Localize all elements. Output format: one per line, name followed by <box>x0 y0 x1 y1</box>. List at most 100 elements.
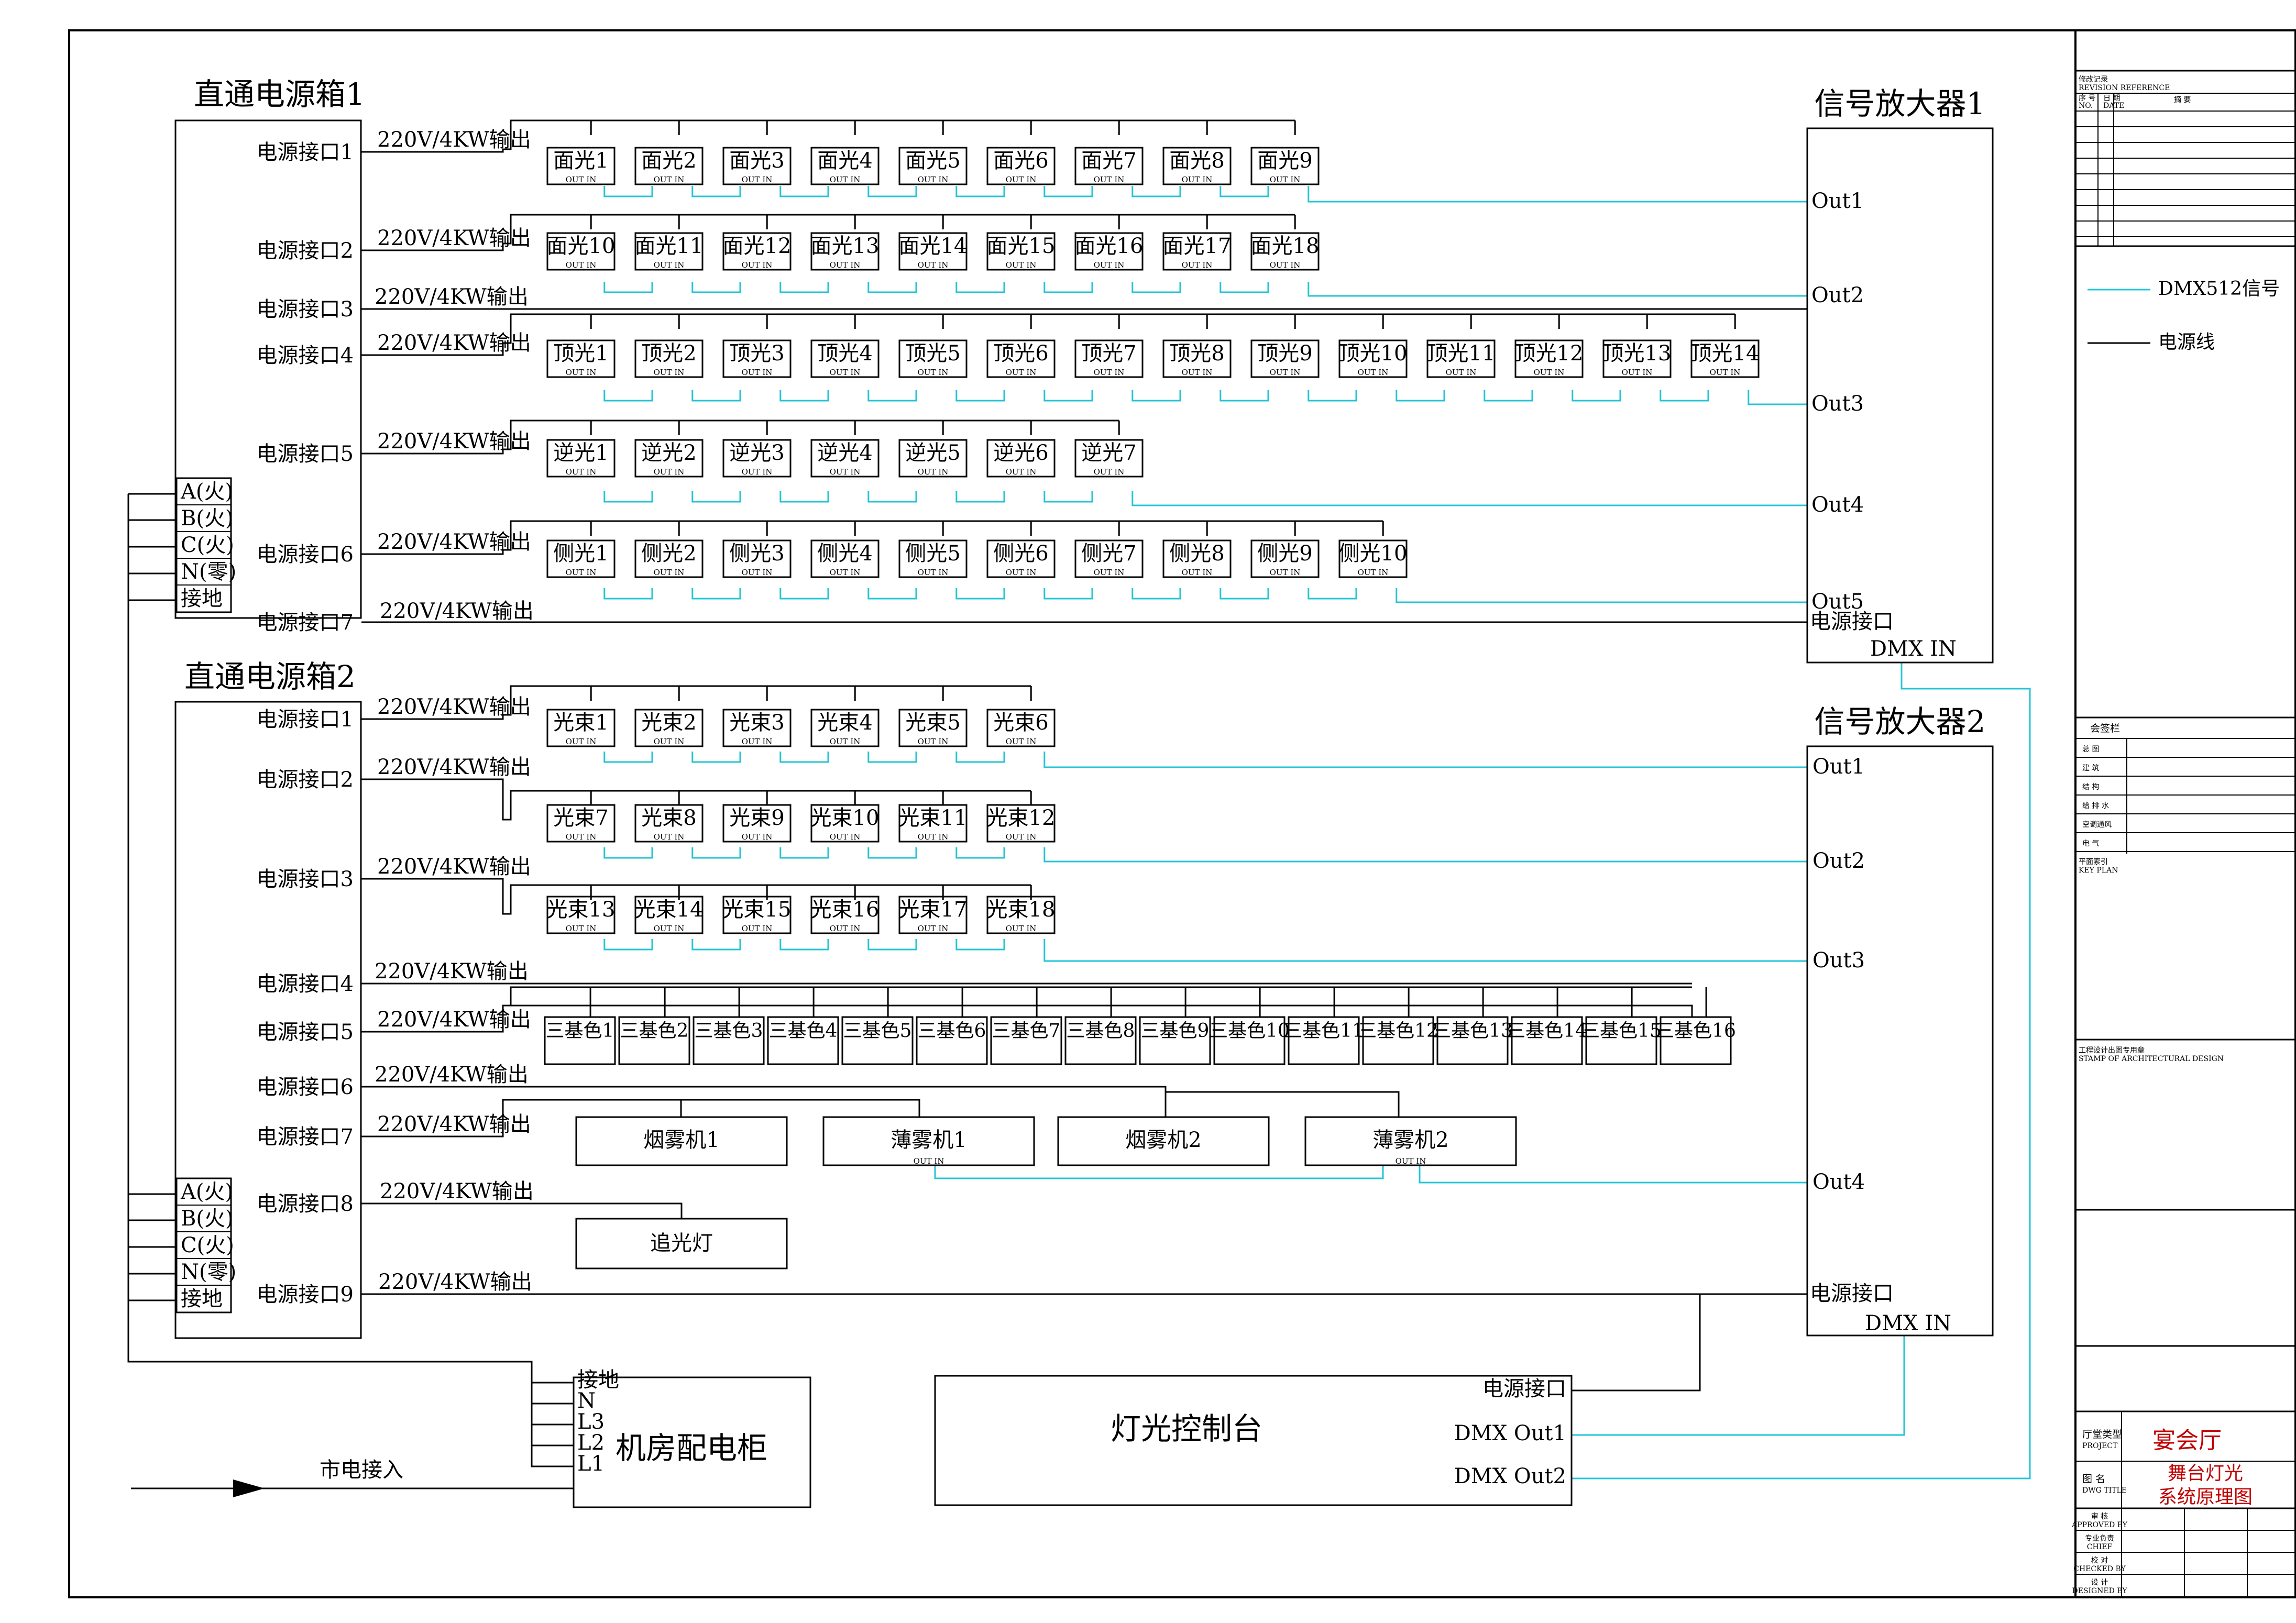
beam-b-fixture-label: 光束9 <box>729 806 784 830</box>
dmx-link <box>1043 491 1093 503</box>
side-fixture <box>634 539 704 578</box>
side-fixture <box>1338 539 1408 578</box>
top-fixture-label: 顶光6 <box>993 341 1048 366</box>
side-fixture-label: 侧光3 <box>729 542 784 566</box>
effect-machine-label: 薄雾机2 <box>1372 1128 1448 1152</box>
rgb-fixture <box>916 1016 988 1065</box>
side-fixture-ports: OUT IN <box>654 568 685 577</box>
dmx-link <box>603 752 653 763</box>
rgb-fixture <box>693 1016 765 1065</box>
face-a-fixture-ports: OUT IN <box>1006 175 1037 184</box>
power-feed <box>127 494 574 1467</box>
side-fixture-ports: OUT IN <box>742 568 773 577</box>
signal-amplifier-2 <box>1806 745 1994 1337</box>
dmx-link <box>1220 186 1269 197</box>
role-label-en: CHIEF <box>2087 1543 2113 1551</box>
output-label: 220V/4KW输出 <box>375 959 529 984</box>
dmx-link <box>1396 390 1445 402</box>
discipline-label: 给 排 水 <box>2082 802 2109 810</box>
amp1-power-port: 电源接口 <box>1810 610 1894 634</box>
rev-no-en: NO. <box>2079 102 2093 110</box>
beam-c-fixture-ports: OUT IN <box>654 924 685 933</box>
top-fixture-ports: OUT IN <box>566 368 597 377</box>
dmx-link <box>1660 390 1709 402</box>
dmx-link <box>691 939 741 951</box>
top-fixture <box>810 339 880 378</box>
side-fixture-label: 侧光4 <box>817 542 872 566</box>
beam-a-fixture-ports: OUT IN <box>654 737 685 746</box>
beam-b-fixture-label: 光束8 <box>641 806 696 830</box>
beam-c-fixture <box>810 896 880 934</box>
top-fixture-label: 顶光11 <box>1427 341 1496 366</box>
project-name: 宴会厅 <box>2152 1427 2222 1454</box>
face-b-fixture-ports: OUT IN <box>1006 260 1037 270</box>
power-box-2-port-3: 电源接口3 <box>257 867 354 891</box>
power-box-1-port-2: 电源接口2 <box>257 239 354 263</box>
face-a-fixture <box>986 147 1056 185</box>
side-fixture <box>722 539 792 578</box>
rgb-fixture <box>1585 1016 1657 1065</box>
beam-a-fixture-ports: OUT IN <box>566 737 597 746</box>
console-port-2: DMX Out1 <box>1454 1421 1566 1445</box>
power-box-2-port-7: 电源接口7 <box>257 1125 354 1149</box>
dmx-link <box>867 282 917 293</box>
face-b-fixture-label: 面光12 <box>723 234 792 258</box>
rgb-fixture <box>618 1016 690 1065</box>
face-b-fixture-label: 面光14 <box>899 234 968 258</box>
power-line <box>361 878 1031 915</box>
rgb-fixture <box>1288 1016 1360 1065</box>
rgb-fixture <box>990 1016 1062 1065</box>
dmx-link <box>603 390 653 402</box>
power-line <box>361 214 1295 251</box>
back-fixture <box>1074 439 1144 478</box>
dmx-link <box>1043 186 1093 197</box>
dmx-home-run <box>1043 752 1807 768</box>
face-b-fixture <box>810 232 880 271</box>
beam-c-fixture-ports: OUT IN <box>830 924 861 933</box>
power-cabinet <box>573 1376 811 1508</box>
top-fixture-ports: OUT IN <box>654 368 685 377</box>
face-b-fixture <box>546 232 616 271</box>
beam-b-fixture-ports: OUT IN <box>654 832 685 842</box>
face-a-fixture-label: 面光2 <box>641 149 696 173</box>
beam-a-fixture <box>722 709 792 747</box>
beam-c-fixture <box>986 896 1056 934</box>
back-fixture-ports: OUT IN <box>1094 467 1125 477</box>
top-fixture <box>546 339 616 378</box>
beam-b-fixture-ports: OUT IN <box>742 832 773 842</box>
side-fixture-ports: OUT IN <box>1182 568 1213 577</box>
side-fixture-ports: OUT IN <box>1270 568 1301 577</box>
dmx-link <box>779 491 829 503</box>
beam-a-fixture-label: 光束3 <box>729 711 784 735</box>
legend-power-label: 电源线 <box>2158 332 2215 353</box>
dmx-link <box>955 847 1005 859</box>
back-fixture <box>986 439 1056 478</box>
box2-phase-label: A(火) <box>180 1180 233 1204</box>
dmx-link <box>1043 282 1093 293</box>
top-fixture-label: 顶光1 <box>553 341 608 366</box>
face-b-fixture-label: 面光10 <box>547 234 616 258</box>
top-fixture-label: 顶光13 <box>1603 341 1672 366</box>
power-box-2-port-4: 电源接口4 <box>257 972 354 996</box>
effect-machine <box>822 1116 1035 1166</box>
back-fixture-label: 逆光1 <box>553 441 608 465</box>
rgb-fixture-label: 三基色2 <box>620 1020 689 1042</box>
face-a-fixture-label: 面光6 <box>993 149 1048 173</box>
back-fixture-ports: OUT IN <box>1006 467 1037 477</box>
dmx-home-run <box>1043 847 1807 863</box>
dmx-link <box>867 588 917 600</box>
back-fixture-ports: OUT IN <box>742 467 773 477</box>
output-label: 220V/4KW输出 <box>377 331 531 355</box>
power-line <box>361 1004 1693 1033</box>
face-b-fixture-label: 面光18 <box>1251 234 1320 258</box>
power-box-1-port-1: 电源接口1 <box>257 140 354 164</box>
rgb-fixture <box>544 1016 616 1065</box>
back-fixture-label: 逆光3 <box>729 441 784 465</box>
output-label: 220V/4KW输出 <box>378 1270 532 1294</box>
signal-amplifier-2-title: 信号放大器2 <box>1815 704 1986 739</box>
rgb-fixture-label: 三基色15 <box>1581 1020 1662 1042</box>
side-fixture <box>1074 539 1144 578</box>
dmx-home-run <box>1308 282 1807 297</box>
signal-amplifier-1 <box>1806 127 1994 664</box>
stamp-label: 工程设计出图专用章 <box>2079 1046 2145 1055</box>
